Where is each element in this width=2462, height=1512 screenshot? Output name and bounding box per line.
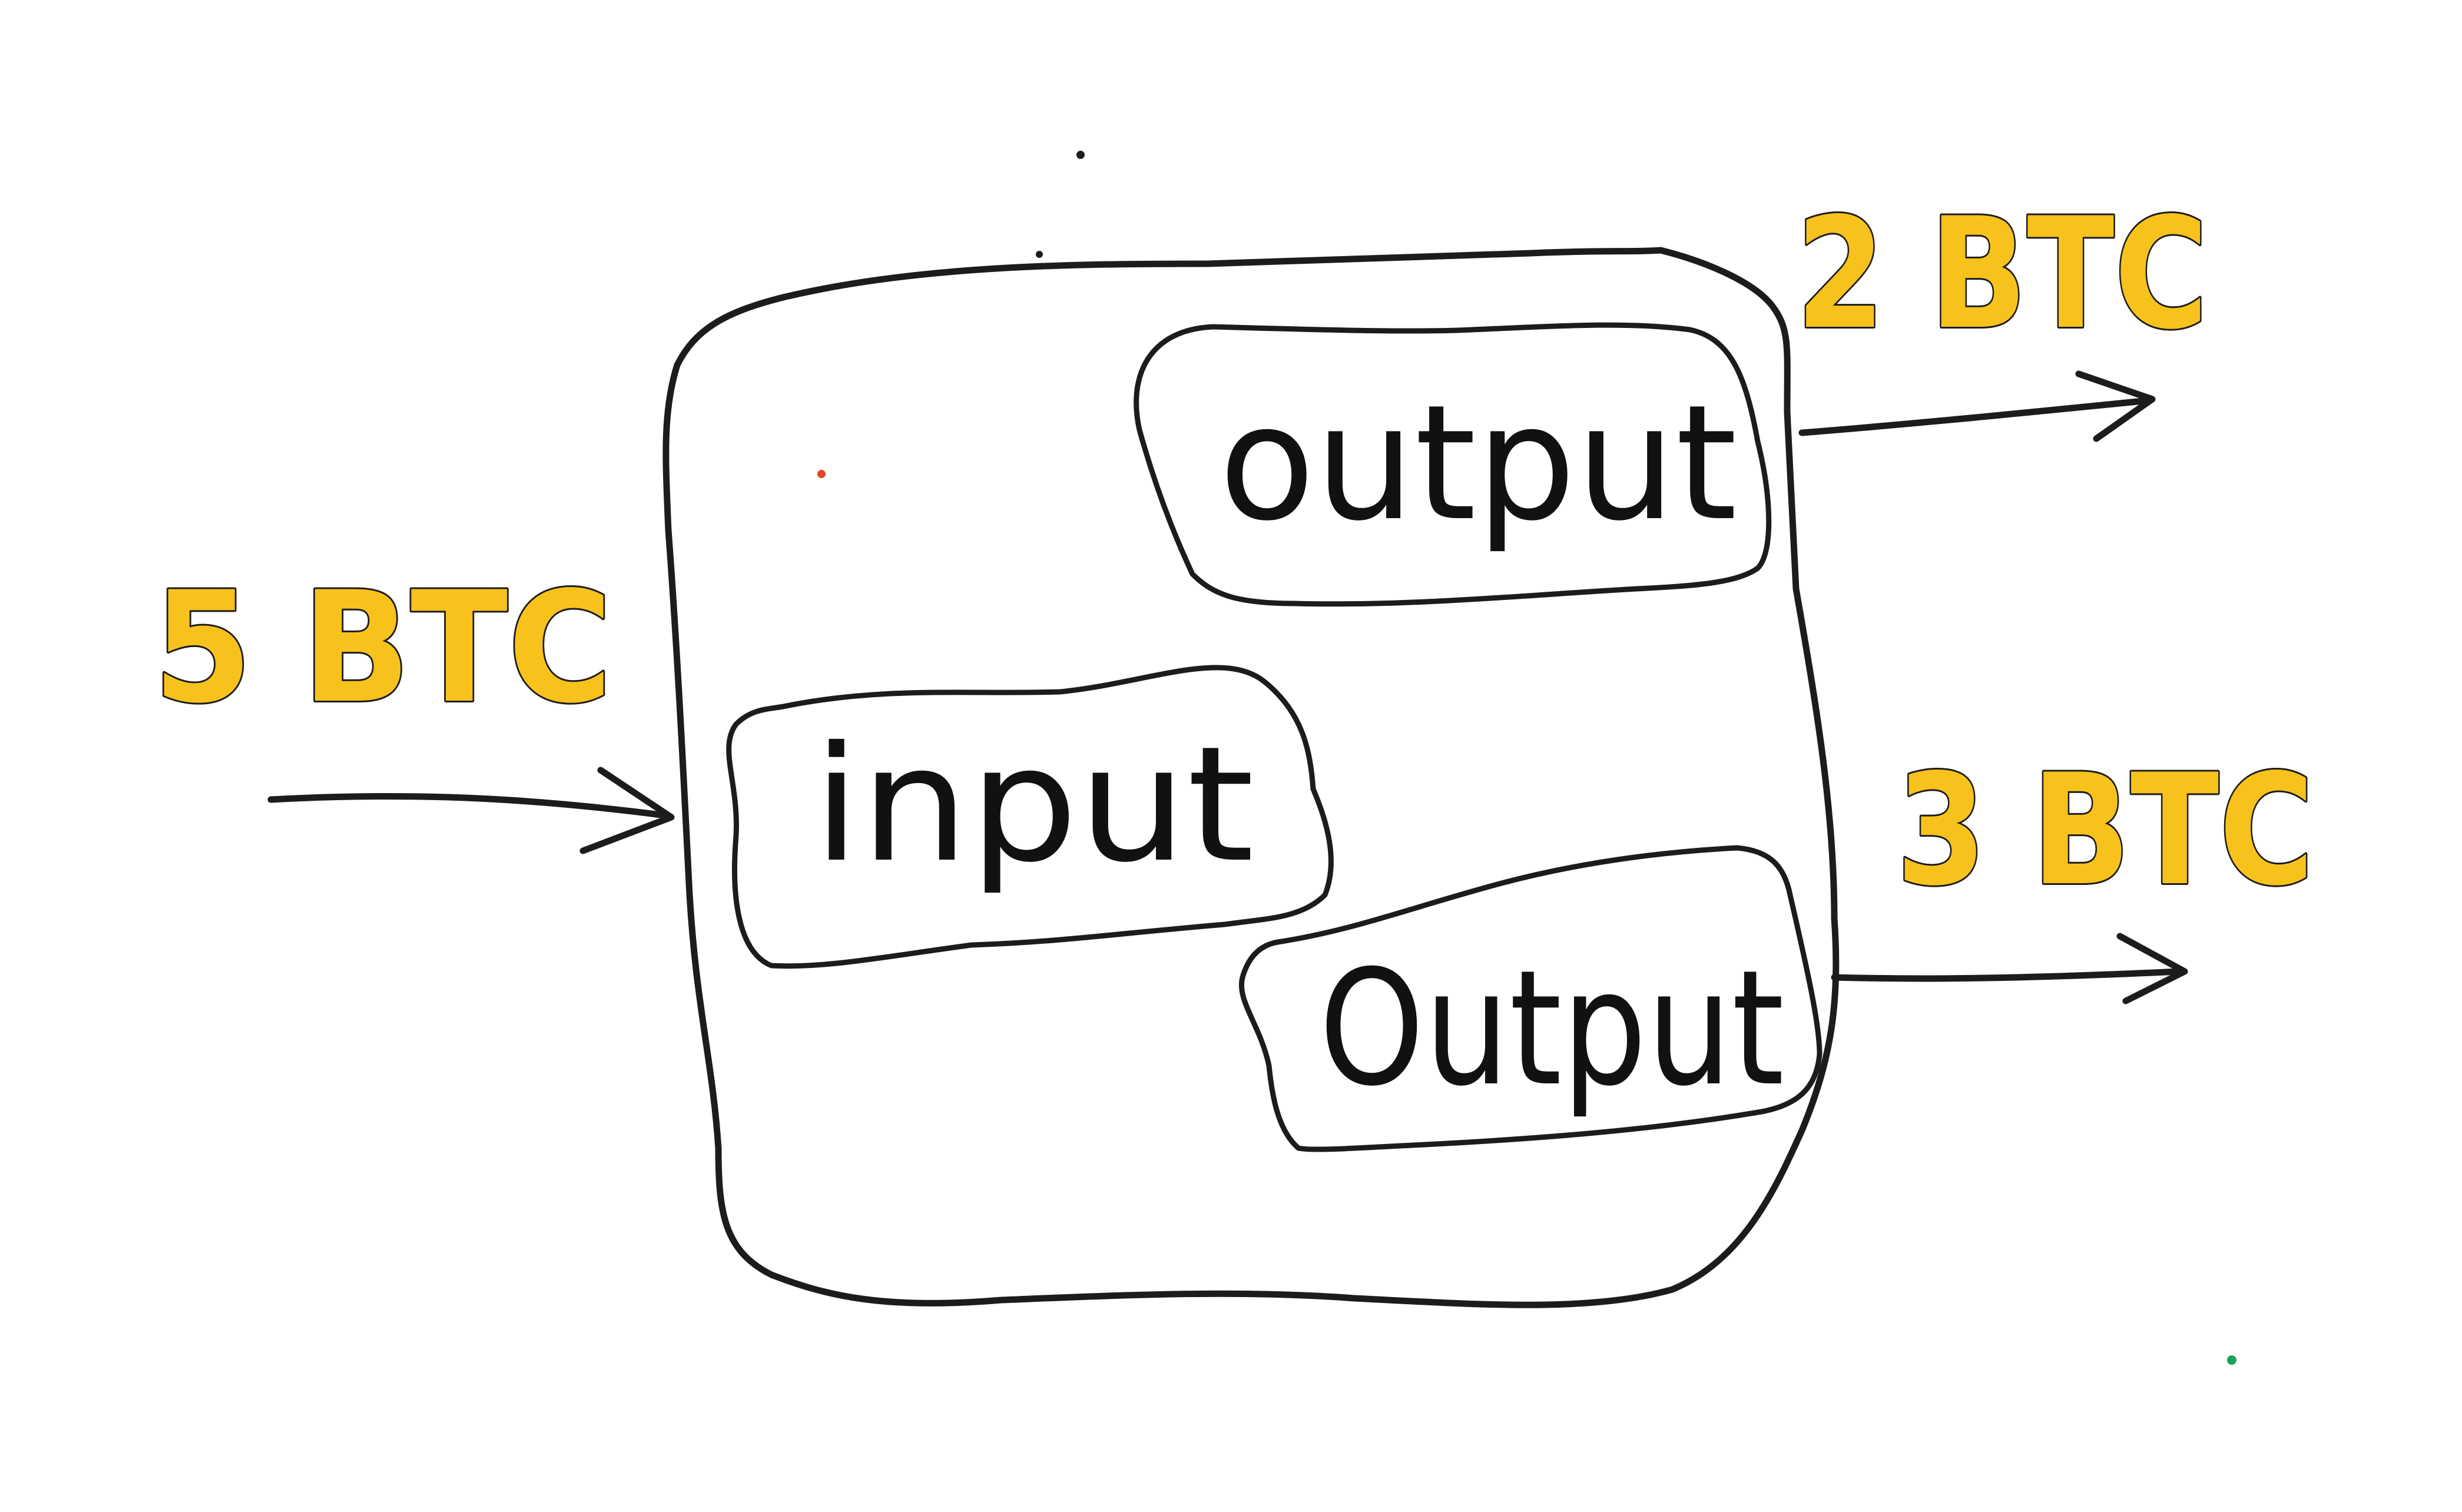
output-amount-2: 3 BTC — [1896, 742, 2314, 920]
input-arrow-head — [579, 767, 675, 854]
input-box — [726, 665, 1334, 969]
stray-dot — [1036, 251, 1043, 258]
output-arrow-2-head — [2116, 933, 2188, 1004]
output-arrow-1 — [1798, 397, 2153, 436]
output-box-2 — [1239, 845, 1823, 1152]
input-label: input — [813, 712, 1254, 897]
output-box-1 — [1134, 322, 1772, 607]
stray-dot — [1076, 151, 1085, 159]
output-amount-1: 2 BTC — [1796, 185, 2208, 363]
output-label-1: output — [1219, 370, 1737, 556]
stray-dot-red — [817, 470, 826, 478]
stray-dot-green — [2227, 1355, 2236, 1365]
input-amount: 5 BTC — [153, 559, 612, 737]
output-arrow-2 — [1831, 968, 2182, 982]
input-arrow — [267, 793, 669, 819]
output-arrow-1-head — [2075, 370, 2156, 442]
transaction-box — [662, 247, 1840, 1308]
output-label-2: Output — [1319, 936, 1784, 1121]
